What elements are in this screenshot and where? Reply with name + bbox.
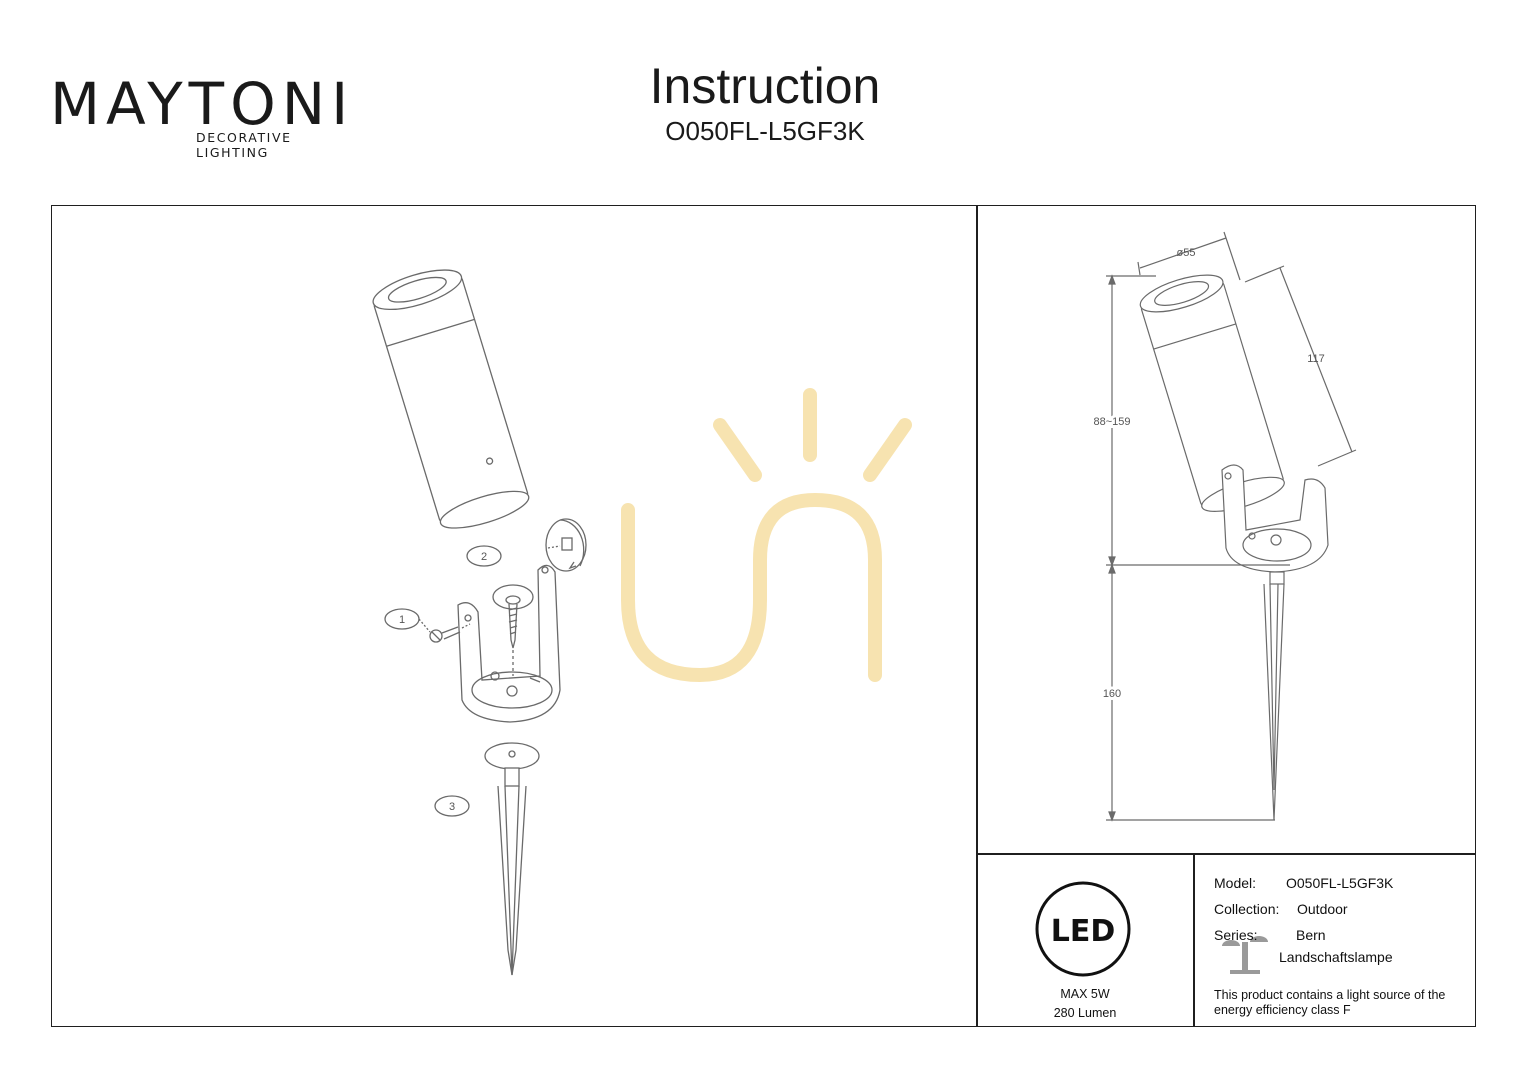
led-max-power: MAX 5W [1060, 987, 1110, 1001]
dimension-length: 117 [1307, 353, 1325, 365]
divider-horizontal-info [976, 853, 1476, 855]
divider-vertical-info [1193, 853, 1195, 1027]
divider-vertical-main [976, 205, 978, 1027]
watermark-logo [621, 388, 912, 683]
spec-type-value: Landschaftslampe [1279, 949, 1393, 965]
bracket [457, 564, 561, 723]
landscape-lamp-icon [1222, 936, 1268, 974]
wood-screw [492, 584, 534, 676]
instruction-frame [51, 205, 1476, 1027]
dimension-spike: 160 [1103, 688, 1121, 700]
step-bubble-3 [434, 795, 470, 817]
spec-series-value: Bern [1296, 927, 1326, 943]
spec-model-value: O050FL-L5GF3K [1286, 875, 1394, 891]
brand-name: MAYTONI [50, 70, 355, 138]
spec-collection-label: Collection: [1214, 901, 1280, 917]
spec-collection-value: Outdoor [1297, 901, 1348, 917]
spec-series-label: Series: [1214, 927, 1258, 943]
led-badge-text: LED [1051, 914, 1116, 949]
assembly-drawing [372, 269, 587, 976]
step-label-2: 2 [481, 551, 487, 563]
screw-right [545, 518, 587, 572]
brand-logo: MAYTONI DECORATIVE LIGHTING [50, 60, 370, 160]
step-bubble-2 [466, 545, 502, 567]
dimension-drawing [1106, 231, 1357, 822]
brand-tagline: DECORATIVE LIGHTING [196, 130, 292, 160]
dimension-diameter: ø55 [1177, 247, 1196, 259]
screw-left [429, 623, 471, 643]
spec-model-label: Model: [1214, 875, 1257, 891]
energy-class-note: This product contains a light source of … [1214, 988, 1446, 1017]
led-lumen: 280 Lumen [1053, 1006, 1117, 1020]
ground-spike [484, 742, 540, 976]
page-title: Instruction [649, 58, 881, 114]
dimension-height-range: 88~159 [1093, 416, 1130, 428]
led-badge [1035, 881, 1131, 977]
step-label-1: 1 [399, 614, 405, 626]
step-label-3: 3 [449, 801, 455, 813]
model-code: O050FL-L5GF3K [665, 116, 865, 146]
lamp-body [372, 269, 530, 529]
